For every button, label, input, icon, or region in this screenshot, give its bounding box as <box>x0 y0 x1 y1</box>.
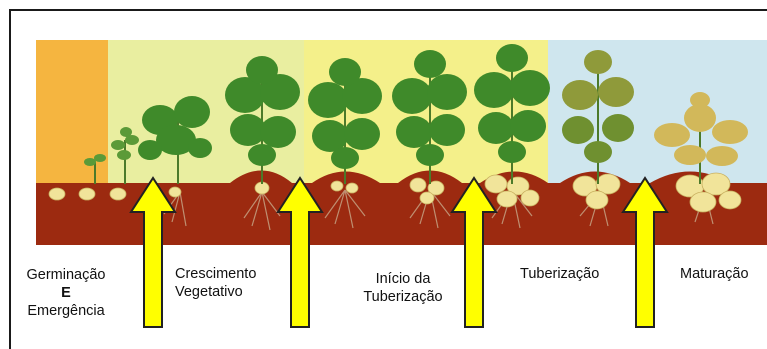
stage-label-germinacao: Germinação E Emergência <box>16 266 116 320</box>
stage-label-line: Início da <box>358 270 448 288</box>
stage-label-line: Crescimento <box>175 265 256 283</box>
stage-label-line: E <box>16 284 116 302</box>
arrow-1 <box>131 178 175 327</box>
arrow-2 <box>278 178 322 327</box>
stage-label-line: Tuberização <box>358 288 448 306</box>
stage-label-line: Emergência <box>16 302 116 320</box>
arrow-3 <box>452 178 496 327</box>
stage-label-line: Germinação <box>16 266 116 284</box>
arrow-4 <box>623 178 667 327</box>
stage-label-crescimento: Crescimento Vegetativo <box>175 265 256 301</box>
stage-label-line: Maturação <box>680 265 767 283</box>
stage-label-maturacao: Maturação <box>680 265 767 283</box>
stage-label-tuberizacao: Tuberização <box>520 265 599 283</box>
stage-label-inicio: Início da Tuberização <box>358 270 448 306</box>
stage-label-line: Tuberização <box>520 265 599 283</box>
stage-label-line: Vegetativo <box>175 283 256 301</box>
